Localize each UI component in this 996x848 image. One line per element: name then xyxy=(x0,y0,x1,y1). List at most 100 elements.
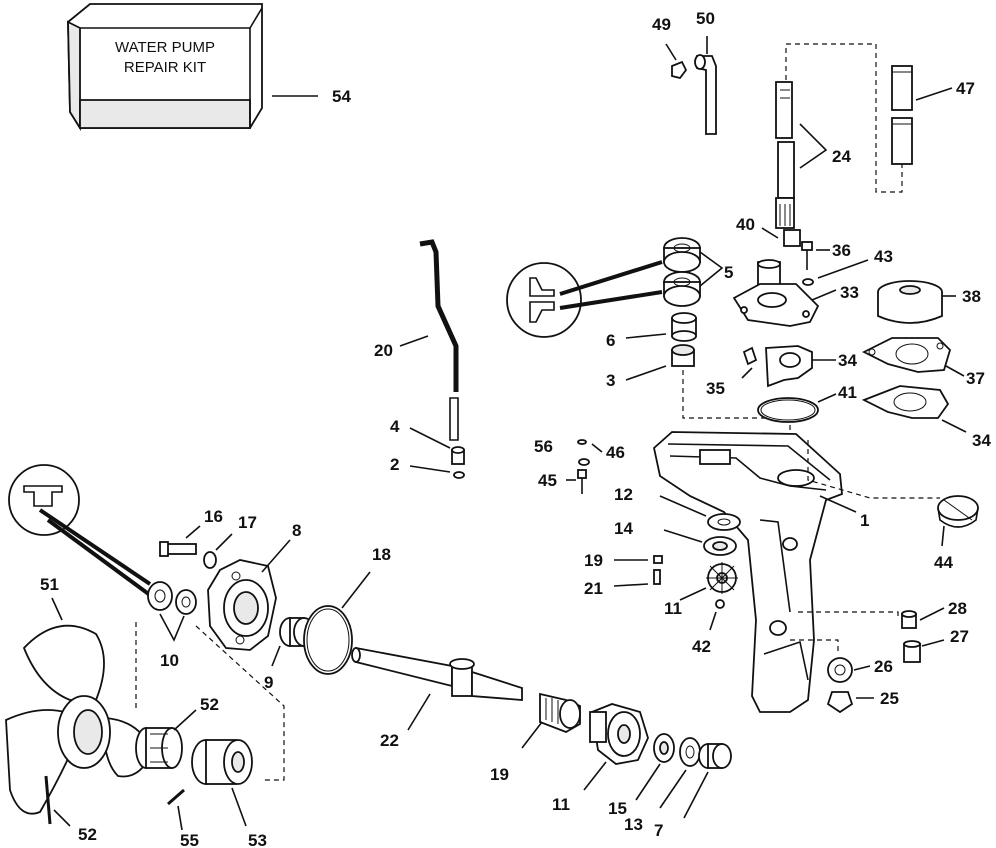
callout-22: 21 xyxy=(584,579,603,598)
callout-13: 13 xyxy=(624,815,643,834)
cup-part-38 xyxy=(877,280,943,324)
kit-box-line-1: WATER PUMP xyxy=(115,39,215,56)
callout-47: 47 xyxy=(956,79,975,98)
seal-part-10-b xyxy=(175,589,197,615)
bearing-part-5-lower xyxy=(663,271,701,307)
callout-36: 36 xyxy=(832,241,851,260)
callout-41: 41 xyxy=(838,383,857,402)
callout-42: 44 xyxy=(934,553,953,572)
callout-25: 25 xyxy=(880,689,899,708)
bearing-part-14 xyxy=(703,536,737,556)
callout-54: 55 xyxy=(180,831,199,848)
propeller-shaft-part-23 xyxy=(351,646,523,701)
bushing-part-7 xyxy=(698,743,732,769)
callout-12: 11 xyxy=(664,599,682,618)
callout-15: 15 xyxy=(608,799,627,818)
callout-38: 38 xyxy=(962,287,981,306)
callout-37: 37 xyxy=(966,369,985,388)
thrust-washer-part-13 xyxy=(707,513,741,531)
callout-23: 22 xyxy=(380,731,399,750)
callout-11: 11 xyxy=(552,795,570,814)
callout-34: 34 xyxy=(838,351,857,370)
seal-part-3 xyxy=(671,344,695,367)
thrust-washer-part-13-b xyxy=(679,737,701,767)
seal-part-10-a xyxy=(147,581,173,611)
anode-part-25 xyxy=(826,691,854,714)
pump-base-part-33 xyxy=(732,259,820,327)
callout-7: 7 xyxy=(654,821,663,840)
callout-50: 51 xyxy=(40,575,59,594)
shift-rod-part-20 xyxy=(419,239,459,441)
washer-part-46 xyxy=(578,458,590,466)
nut-part-53 xyxy=(191,739,253,785)
driveshaft-part-24 xyxy=(775,81,795,229)
callout-16: 16 xyxy=(204,507,223,526)
callout-33: 33 xyxy=(840,283,859,302)
callout-55: 54 xyxy=(332,87,351,106)
water-pump-repair-kit-box: WATER PUMP REPAIR KIT xyxy=(67,3,263,132)
pinion-gear-part-12 xyxy=(706,562,738,594)
callout-56: 56 xyxy=(534,437,553,456)
callout-52: 52 xyxy=(78,825,97,844)
callout-27: 27 xyxy=(950,627,969,646)
washer-part-43 xyxy=(802,278,814,286)
callout-4: 4 xyxy=(390,417,400,436)
bearing-detail-circle xyxy=(506,260,663,338)
callout-3: 3 xyxy=(606,371,615,390)
filter-part-42 xyxy=(937,495,979,528)
ball-part-44 xyxy=(715,599,725,609)
callout-6: 6 xyxy=(606,331,615,350)
callout-14: 14 xyxy=(614,519,633,538)
callout-18: 18 xyxy=(372,545,391,564)
bearing-part-5-upper xyxy=(663,237,701,273)
screw-part-36 xyxy=(801,241,813,270)
screw-part-45 xyxy=(577,469,587,494)
grommet-tube-part-49 xyxy=(694,54,717,135)
callout-21: 19 xyxy=(584,551,603,570)
callout-45: 45 xyxy=(538,471,557,490)
callout-19: 19 xyxy=(490,765,509,784)
seal-detail-circle xyxy=(8,464,156,600)
callout-34: 34 xyxy=(972,431,991,450)
connector-part-4 xyxy=(451,446,465,465)
plate-part-37 xyxy=(861,337,952,373)
propeller-part-50 xyxy=(5,624,153,815)
spline-washer-part-51 xyxy=(135,727,183,769)
screw-part-28 xyxy=(901,610,917,629)
screw-part-22 xyxy=(653,569,661,585)
callout-35: 35 xyxy=(706,379,725,398)
clutch-dog-part-19 xyxy=(539,692,581,733)
gear-part-11 xyxy=(589,703,649,765)
nut-part-48 xyxy=(671,60,688,80)
washer-part-17 xyxy=(203,551,217,569)
gasket-part-34 xyxy=(861,385,950,419)
callout-26: 26 xyxy=(874,657,893,676)
callout-10: 10 xyxy=(160,651,179,670)
kit-box-line-2: REPAIR KIT xyxy=(124,59,206,76)
impeller-housing-part-34 xyxy=(765,345,813,388)
shaft-extension-part-47 xyxy=(891,65,913,165)
plug-part-27 xyxy=(903,640,921,663)
seal-part-26 xyxy=(827,657,853,683)
bearing-part-15 xyxy=(653,733,675,763)
callout-48: 49 xyxy=(652,15,671,34)
callout-49: 50 xyxy=(696,9,715,28)
key-part-35 xyxy=(742,346,758,366)
callout-53: 53 xyxy=(248,831,267,848)
callout-9: 9 xyxy=(264,673,273,692)
screw-part-16 xyxy=(159,541,197,557)
pin-part-21 xyxy=(653,555,663,564)
callout-5: 5 xyxy=(724,263,733,282)
callout-44: 42 xyxy=(692,637,711,656)
oring-part-41 xyxy=(757,397,819,423)
pin-part-54 xyxy=(167,788,185,806)
oring-part-2 xyxy=(453,471,465,479)
callout-8: 8 xyxy=(292,521,301,540)
gearcase-housing-part-1 xyxy=(653,431,843,713)
callout-43: 43 xyxy=(874,247,893,266)
bearing-housing-part-8 xyxy=(207,559,277,651)
callout-24: 24 xyxy=(832,147,851,166)
callout-1: 1 xyxy=(860,511,869,530)
callout-28: 28 xyxy=(948,599,967,618)
